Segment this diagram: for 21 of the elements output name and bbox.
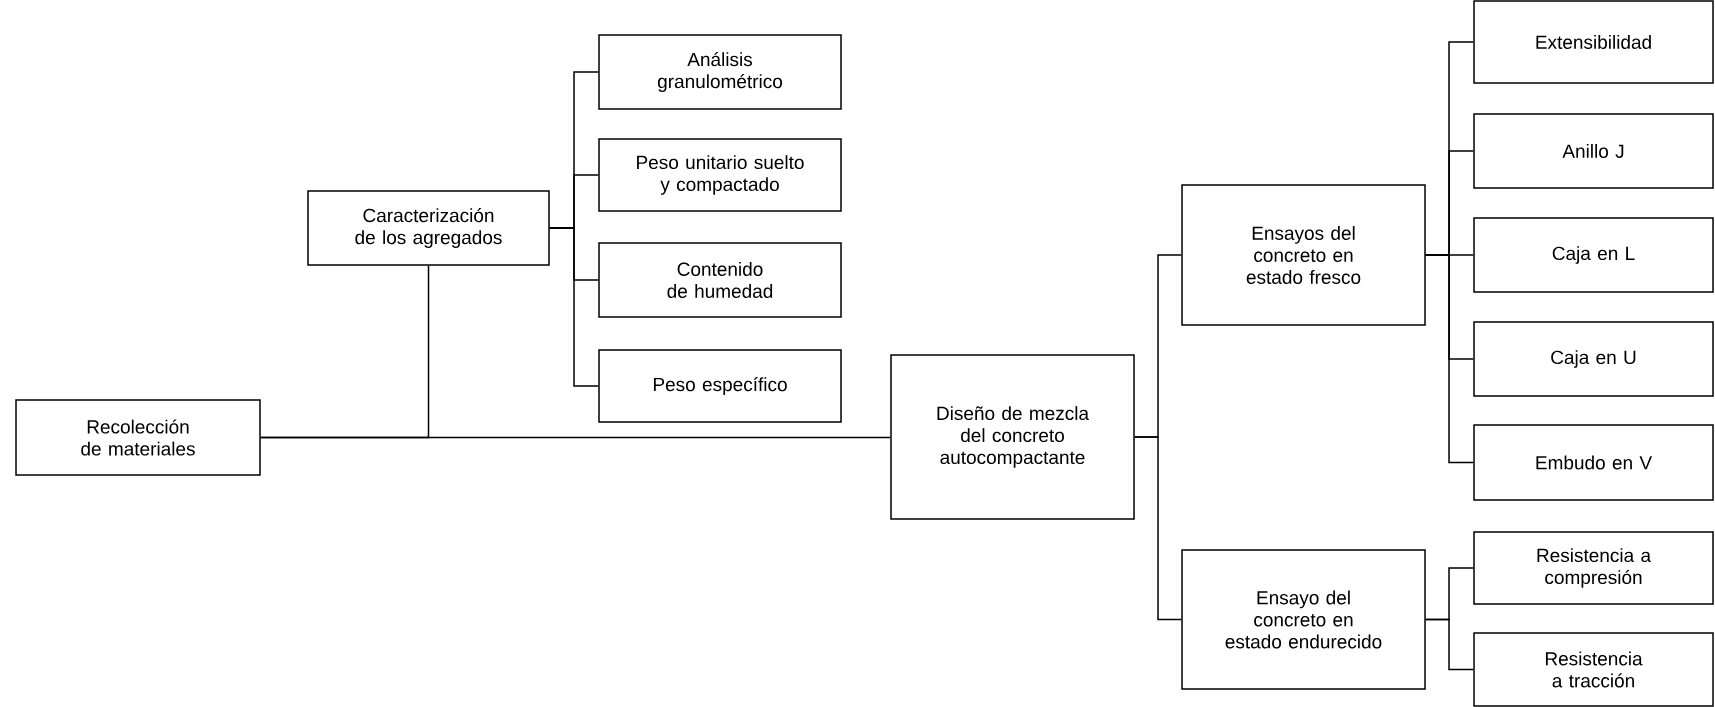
process-box: Resistencia a tracción [1473, 632, 1714, 707]
process-box: Anillo J [1473, 113, 1714, 189]
connector-line [1425, 254, 1474, 464]
process-box: Caracterización de los agregados [307, 190, 550, 266]
process-box: Resistencia a compresión [1473, 531, 1714, 605]
process-box: Extensibilidad [1473, 0, 1714, 84]
process-box: Ensayos del concreto en estado fresco [1181, 184, 1426, 326]
process-box: Diseño de mezcla del concreto autocompactante [890, 354, 1135, 520]
process-box: Recolección de materiales [15, 399, 261, 476]
process-box: Contenido de humedad [598, 242, 842, 318]
connector-line [1425, 618, 1474, 671]
process-box: Embudo en V [1473, 424, 1714, 501]
connector-line [549, 227, 599, 387]
connector-line [1134, 436, 1182, 621]
process-box: Caja en L [1473, 217, 1714, 293]
process-box: Peso específico [598, 349, 842, 423]
process-box: Peso unitario suelto y compactado [598, 138, 842, 212]
process-box: Ensayo del concreto en estado endurecido [1181, 549, 1426, 690]
process-box: Análisis granulométrico [598, 34, 842, 110]
process-box: Caja en U [1473, 321, 1714, 397]
connector-line [260, 436, 891, 439]
